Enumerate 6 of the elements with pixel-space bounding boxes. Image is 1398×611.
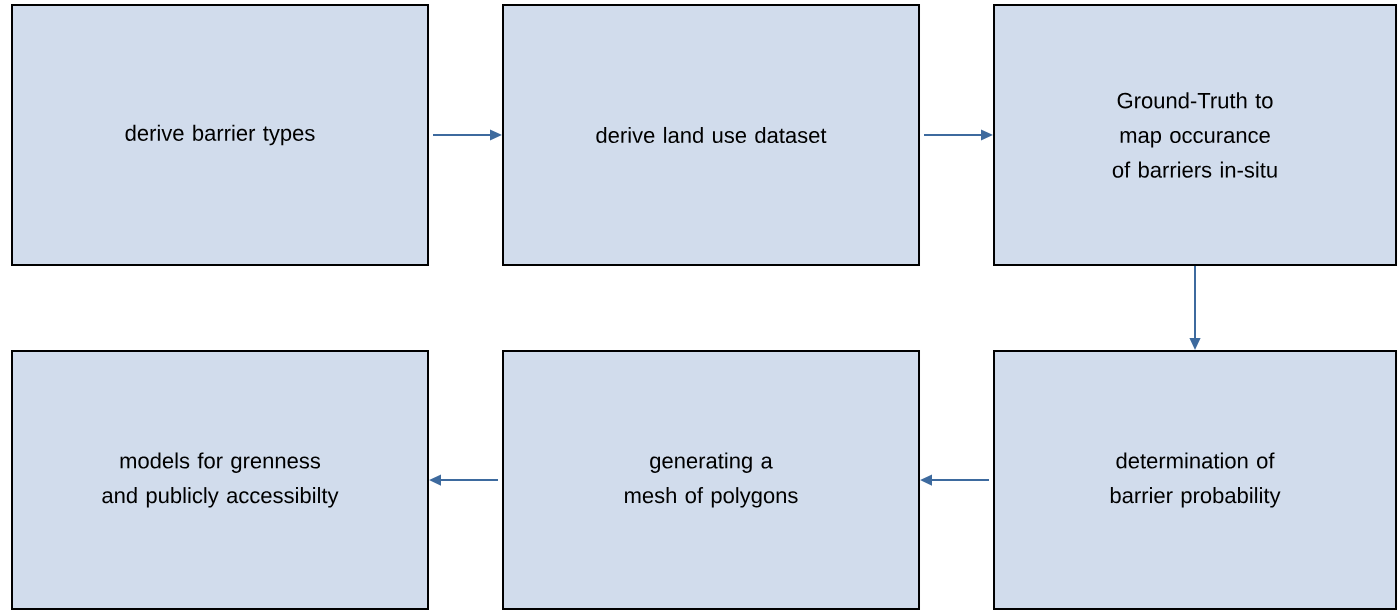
process-box: models for grenness and publicly accessibilty <box>11 350 429 610</box>
process-box: derive barrier types <box>11 4 429 266</box>
process-box: derive land use dataset <box>502 4 920 266</box>
process-box: generating a mesh of polygons <box>502 350 920 610</box>
process-box: Ground-Truth to map occurance of barriers in-situ <box>993 4 1397 266</box>
process-box: determination of barrier probability <box>993 350 1397 610</box>
